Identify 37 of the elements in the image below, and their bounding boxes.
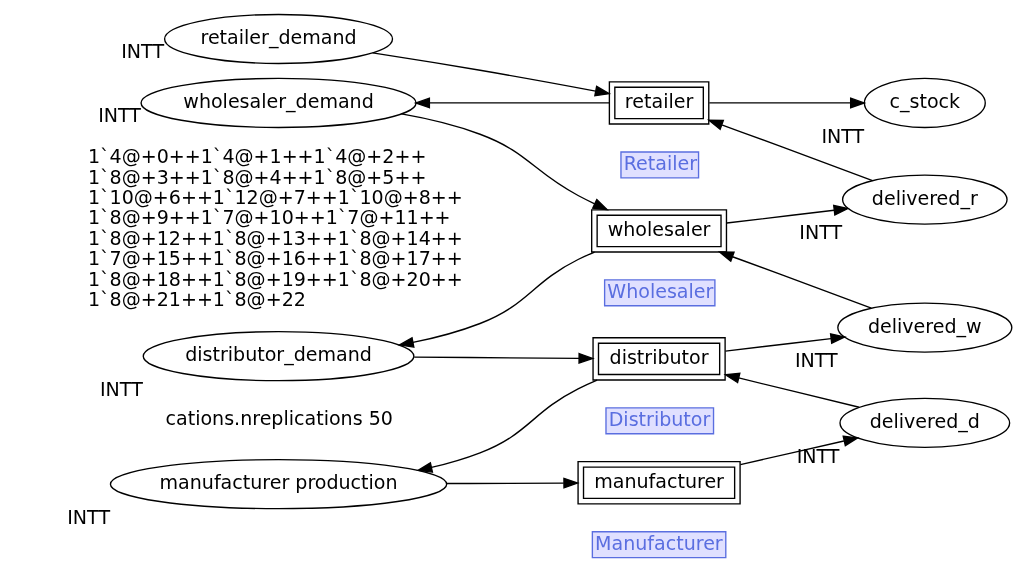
arrow bbox=[723, 372, 860, 408]
arrow bbox=[446, 477, 580, 489]
node-ellipse: wholesaler_demand bbox=[140, 77, 417, 129]
arrow bbox=[400, 113, 609, 211]
node-ellipse: c_stock bbox=[863, 77, 986, 129]
node-label: INTT bbox=[98, 104, 142, 127]
node-ellipse: retailer_demand bbox=[163, 13, 394, 65]
arrow bbox=[717, 251, 872, 309]
arrow bbox=[416, 379, 598, 473]
arrow bbox=[372, 52, 612, 97]
node-label: Wholesaler bbox=[607, 279, 714, 302]
label: cations.nreplications 50 bbox=[165, 407, 393, 430]
node-label: INTT bbox=[121, 40, 165, 63]
arrow bbox=[413, 97, 610, 109]
node-label: INTT bbox=[99, 377, 143, 400]
node-label: Distributor bbox=[608, 407, 711, 430]
node-box: manufacturer bbox=[577, 461, 741, 505]
arrow bbox=[706, 119, 874, 182]
arrow bbox=[413, 352, 595, 365]
node-label: INTT bbox=[794, 349, 838, 372]
node-box: wholesaler bbox=[591, 209, 728, 253]
node-box: distributor bbox=[592, 337, 726, 381]
node-label: INTT bbox=[796, 444, 840, 467]
node-label: INTT bbox=[67, 505, 111, 528]
arrow bbox=[724, 332, 847, 352]
arrow bbox=[726, 204, 850, 224]
node-label: INTT bbox=[799, 221, 843, 244]
node-ellipse: delivered_w bbox=[837, 302, 1013, 353]
node-label: Retailer bbox=[623, 151, 698, 174]
arrow bbox=[708, 97, 867, 109]
node-box: retailer bbox=[608, 81, 710, 125]
label: 1`4@+0++1`4@+1++1`4@+2++ 1`8@+3++1`8@+4++1`8@+5++ 1`10@+6++1`12@+7++1`10@+8++ 1`8@+9++1`7@+10++1`7@+11++ 1`8@+12++1`8@+13++1`8@+14++ 1`7@+15++1`8@+16++1`8@+17++ 1`8@+18++1`8@+19++1`8@+20++ 1`8@+21++1`8@+22 bbox=[87, 145, 463, 311]
node-ellipse: delivered_r bbox=[841, 174, 1008, 225]
node-label: Manufacturer bbox=[595, 531, 723, 554]
node-label: INTT bbox=[821, 124, 865, 147]
arrow bbox=[397, 251, 596, 348]
arrow bbox=[739, 435, 860, 466]
